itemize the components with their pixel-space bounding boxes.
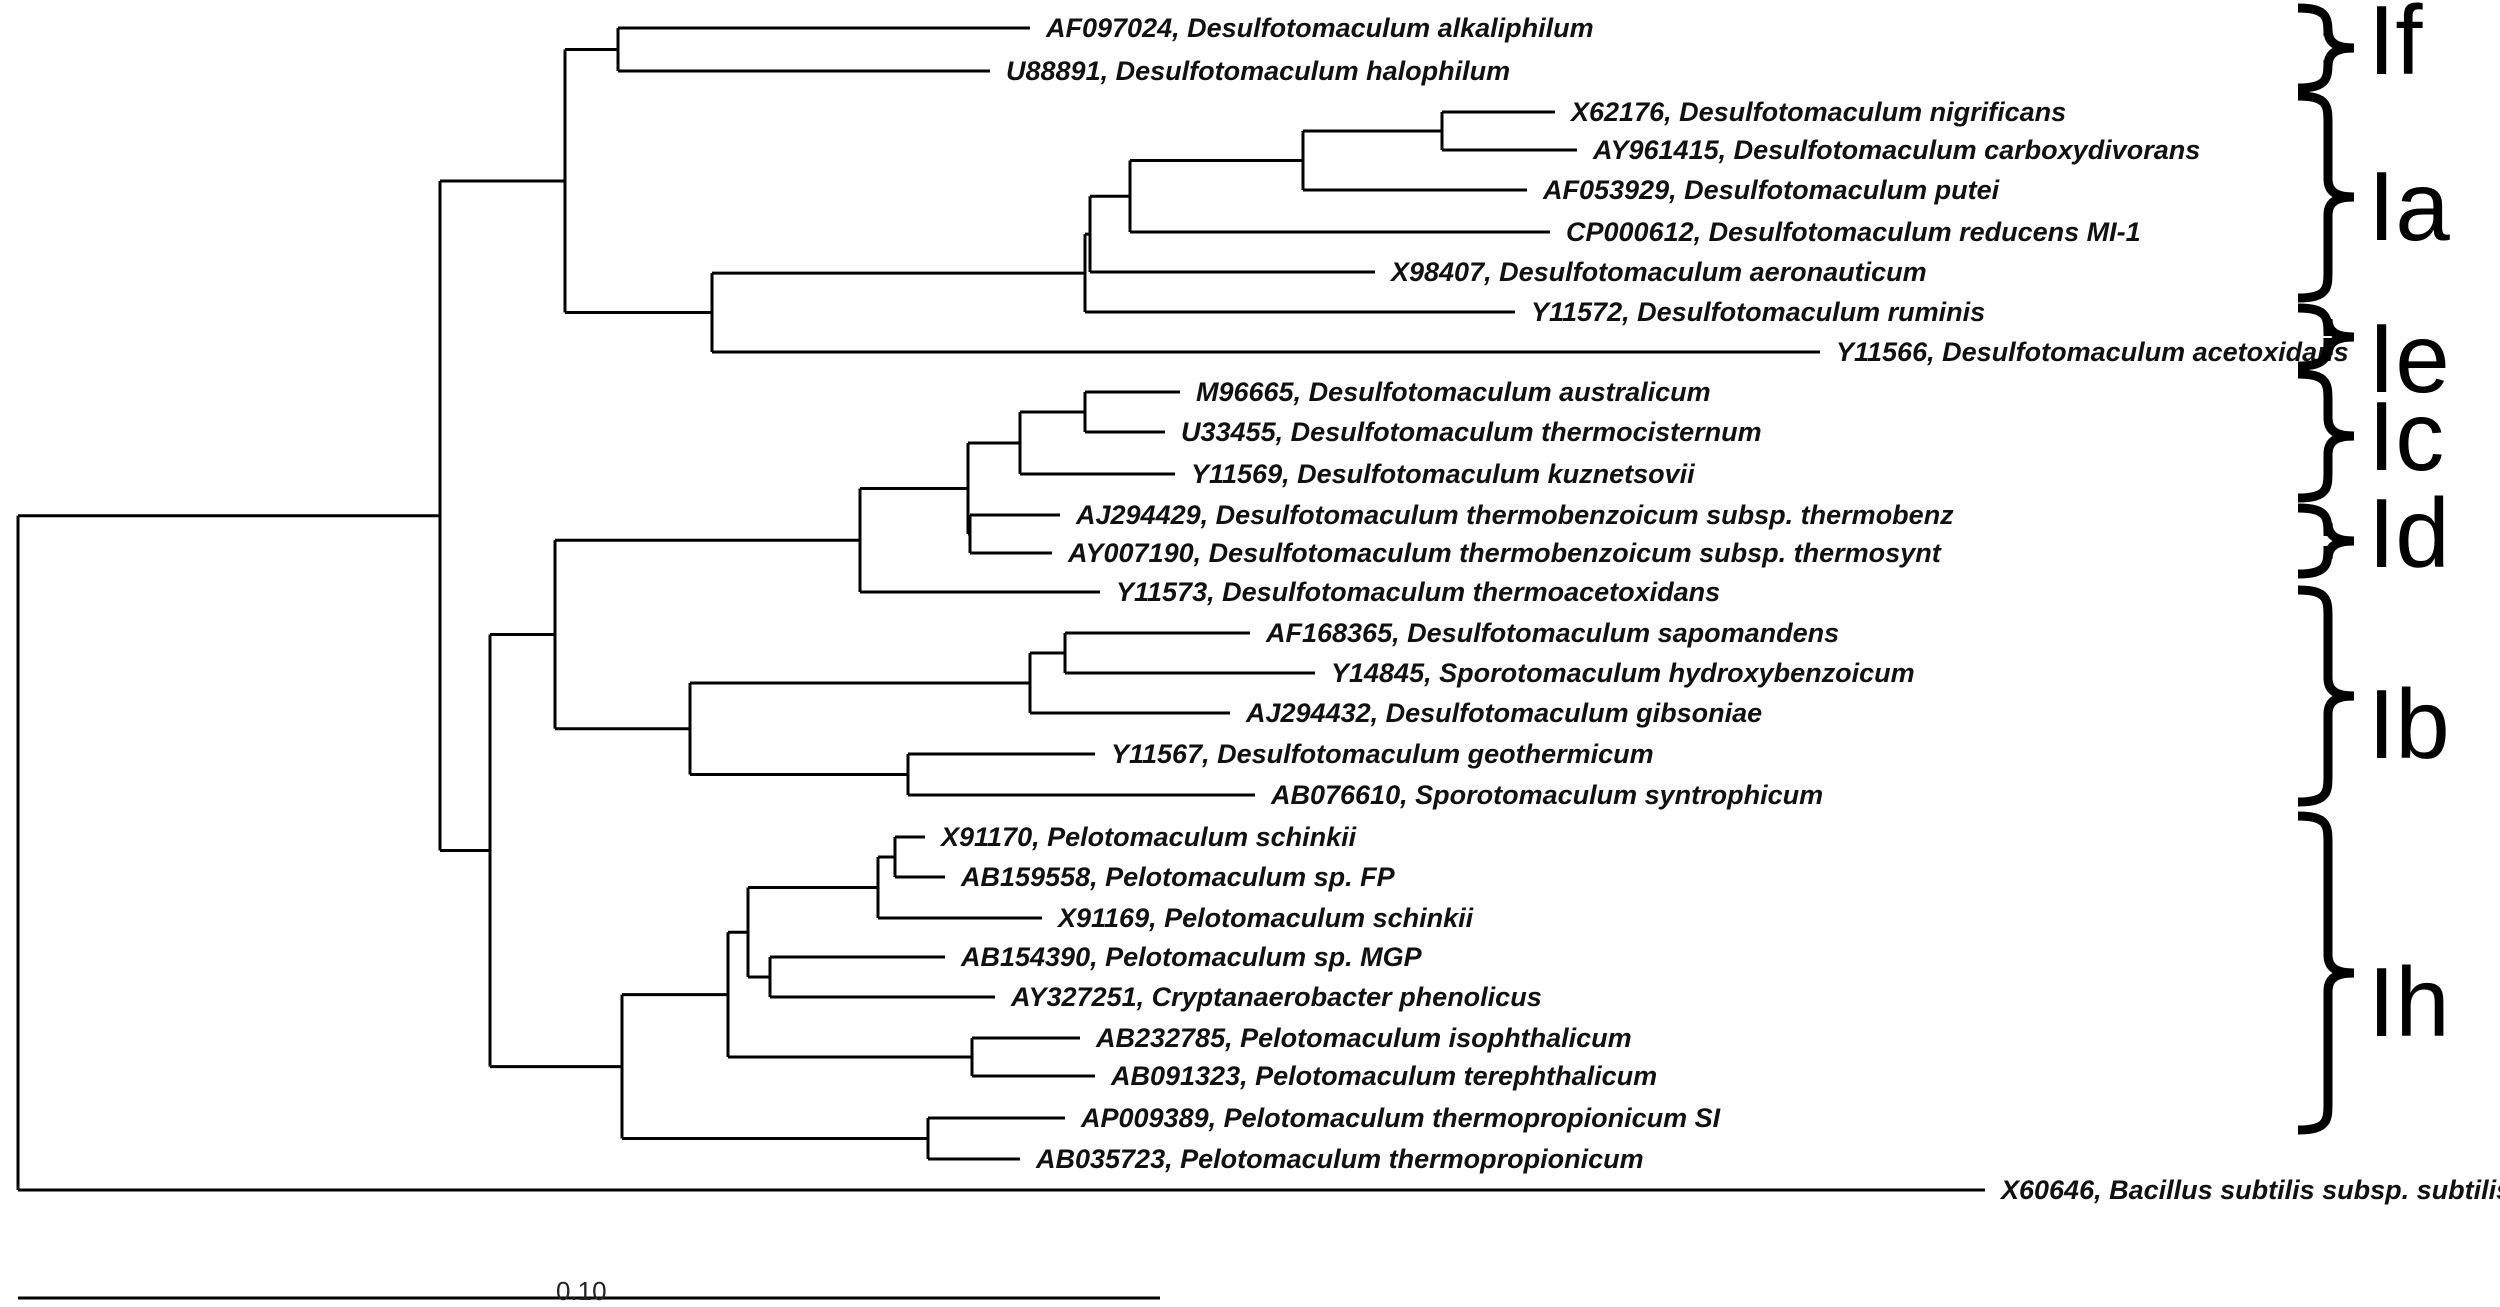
clade-label: If xyxy=(2368,0,2423,95)
clade-label: Ih xyxy=(2368,947,2450,1057)
clade-label: Ie xyxy=(2368,303,2450,413)
clade-brace xyxy=(2297,369,2355,503)
leaf-label: X91170, Pelotomaculum schinkii xyxy=(939,822,1357,852)
leaf-label: AP009389, Pelotomaculum thermopropionicu… xyxy=(1080,1103,1721,1133)
leaf-label: X60646, Bacillus subtilis subsp. subtili… xyxy=(1999,1175,2500,1205)
leaf-label: AJ294429, Desulfotomaculum thermobenzoic… xyxy=(1075,500,1954,530)
leaf-label: AB035723, Pelotomaculum thermopropionicu… xyxy=(1035,1144,1644,1174)
scale-bar-label: 0.10 xyxy=(556,1276,607,1306)
leaf-label: AY327251, Cryptanaerobacter phenolicus xyxy=(1010,982,1542,1012)
clade-label: Id xyxy=(2368,478,2450,588)
leaf-label: AB076610, Sporotomaculum syntrophicum xyxy=(1270,780,1823,810)
leaf-label: Y14845, Sporotomaculum hydroxybenzoicum xyxy=(1331,658,1915,688)
leaf-label: AB159558, Pelotomaculum sp. FP xyxy=(960,862,1396,892)
leaf-label: Y11566, Desulfotomaculum acetoxidans xyxy=(1836,337,2349,367)
leaf-label: X62176, Desulfotomaculum nigrificans xyxy=(1569,97,2066,127)
leaf-label: Y11569, Desulfotomaculum kuznetsovii xyxy=(1191,459,1695,489)
leaf-label: AF168365, Desulfotomaculum sapomandens xyxy=(1265,618,1839,648)
leaf-label: AF053929, Desulfotomaculum putei xyxy=(1542,175,2000,205)
clade-label: Ia xyxy=(2368,151,2450,261)
leaf-label: X98407, Desulfotomaculum aeronauticum xyxy=(1389,257,1927,287)
clade-brace xyxy=(2297,585,2355,807)
leaf-label: CP000612, Desulfotomaculum reducens MI-1 xyxy=(1566,217,2141,247)
leaf-label: X91169, Pelotomaculum schinkii xyxy=(1056,903,1474,933)
leaf-label: AB154390, Pelotomaculum sp. MGP xyxy=(960,942,1423,972)
clade-label: Ic xyxy=(2368,381,2444,491)
clade-brace xyxy=(2297,503,2355,579)
leaf-label: AJ294432, Desulfotomaculum gibsoniae xyxy=(1245,698,1762,728)
leaf-label: M96665, Desulfotomaculum australicum xyxy=(1196,377,1711,407)
leaf-label: Y11573, Desulfotomaculum thermoacetoxida… xyxy=(1116,577,1720,607)
leaf-label: U33455, Desulfotomaculum thermocisternum xyxy=(1181,417,1762,447)
leaf-label: AF097024, Desulfotomaculum alkaliphilum xyxy=(1045,13,1594,43)
clade-label: Ib xyxy=(2368,669,2450,779)
leaf-label: AY007190, Desulfotomaculum thermobenzoic… xyxy=(1067,538,1942,568)
clade-brace xyxy=(2297,811,2355,1135)
clade-brace xyxy=(2297,3,2355,93)
leaf-label: AB232785, Pelotomaculum isophthalicum xyxy=(1095,1023,1632,1053)
clade-brace xyxy=(2297,303,2355,371)
clade-brace xyxy=(2297,91,2355,303)
leaf-label: Y11572, Desulfotomaculum ruminis xyxy=(1531,297,1985,327)
tree-branches xyxy=(16,26,1985,1192)
leaf-label: U88891, Desulfotomaculum halophilum xyxy=(1006,56,1510,86)
leaf-labels: AF097024, Desulfotomaculum alkaliphilumU… xyxy=(939,13,2500,1205)
leaf-label: Y11567, Desulfotomaculum geothermicum xyxy=(1111,739,1654,769)
leaf-label: AB091323, Pelotomaculum terephthalicum xyxy=(1110,1061,1657,1091)
leaf-label: AY961415, Desulfotomaculum carboxydivora… xyxy=(1592,135,2200,165)
scale-bar: 0.10 xyxy=(18,1276,1160,1306)
